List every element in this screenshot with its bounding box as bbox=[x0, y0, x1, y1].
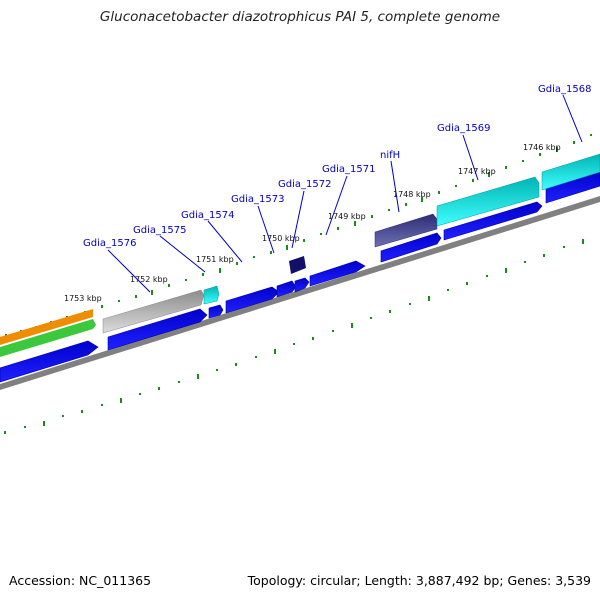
cyan-feature bbox=[436, 176, 540, 227]
cds-arrow bbox=[208, 304, 224, 319]
kbp-label: 1751 kbp bbox=[196, 255, 234, 264]
cyan-feature bbox=[203, 285, 220, 305]
cds-arrow bbox=[443, 201, 543, 241]
reverse-strand-track bbox=[0, 170, 600, 383]
kbp-label: 1749 kbp bbox=[328, 212, 366, 221]
genome-backbone bbox=[0, 196, 600, 390]
gene-label: Gdia_1571 bbox=[322, 164, 375, 175]
kbp-label: 1747 kbp bbox=[458, 167, 496, 176]
cds-arrow bbox=[107, 308, 208, 351]
accession-text: Accession: NC_011365 bbox=[9, 573, 152, 588]
topology-text: Topology: circular; Length: 3,887,492 bp… bbox=[247, 573, 591, 588]
cds-arrow bbox=[309, 260, 366, 287]
label-leaders bbox=[107, 94, 583, 293]
gene-labels: Gdia_1576 Gdia_1575 Gdia_1574 Gdia_1573 … bbox=[83, 84, 591, 249]
cds-arrow bbox=[380, 232, 442, 263]
kbp-label: 1746 kbp bbox=[523, 143, 561, 152]
kbp-labels: 1753 kbp 1752 kbp 1751 kbp 1750 kbp 1749… bbox=[64, 143, 561, 303]
gene-label: Gdia_1574 bbox=[181, 210, 234, 221]
gene-label: Gdia_1573 bbox=[231, 194, 284, 205]
cds-arrow bbox=[276, 280, 297, 298]
outer-tick-track bbox=[4, 239, 584, 434]
kbp-label: 1750 kbp bbox=[262, 234, 300, 243]
kbp-label: 1748 kbp bbox=[393, 190, 431, 199]
kbp-label: 1752 kbp bbox=[130, 275, 168, 284]
gene-label: Gdia_1576 bbox=[83, 238, 136, 249]
navy-feature bbox=[289, 256, 306, 274]
gene-label: Gdia_1569 bbox=[437, 123, 490, 134]
orange-feature bbox=[0, 309, 93, 345]
map-title: Gluconacetobacter diazotrophicus PAI 5, … bbox=[99, 9, 501, 25]
kbp-label: 1753 kbp bbox=[64, 294, 102, 303]
forward-strand-track bbox=[0, 153, 600, 357]
gene-label: nifH bbox=[380, 150, 400, 161]
cyan-feature bbox=[541, 153, 600, 191]
gene-label: Gdia_1572 bbox=[278, 179, 331, 190]
grey-feature bbox=[102, 289, 205, 334]
gene-label: Gdia_1568 bbox=[538, 84, 591, 95]
cds-arrow bbox=[225, 286, 280, 314]
green-feature bbox=[0, 319, 96, 357]
cds-arrow bbox=[294, 277, 310, 293]
cds-arrow bbox=[0, 340, 99, 383]
gene-label: Gdia_1575 bbox=[133, 225, 186, 236]
